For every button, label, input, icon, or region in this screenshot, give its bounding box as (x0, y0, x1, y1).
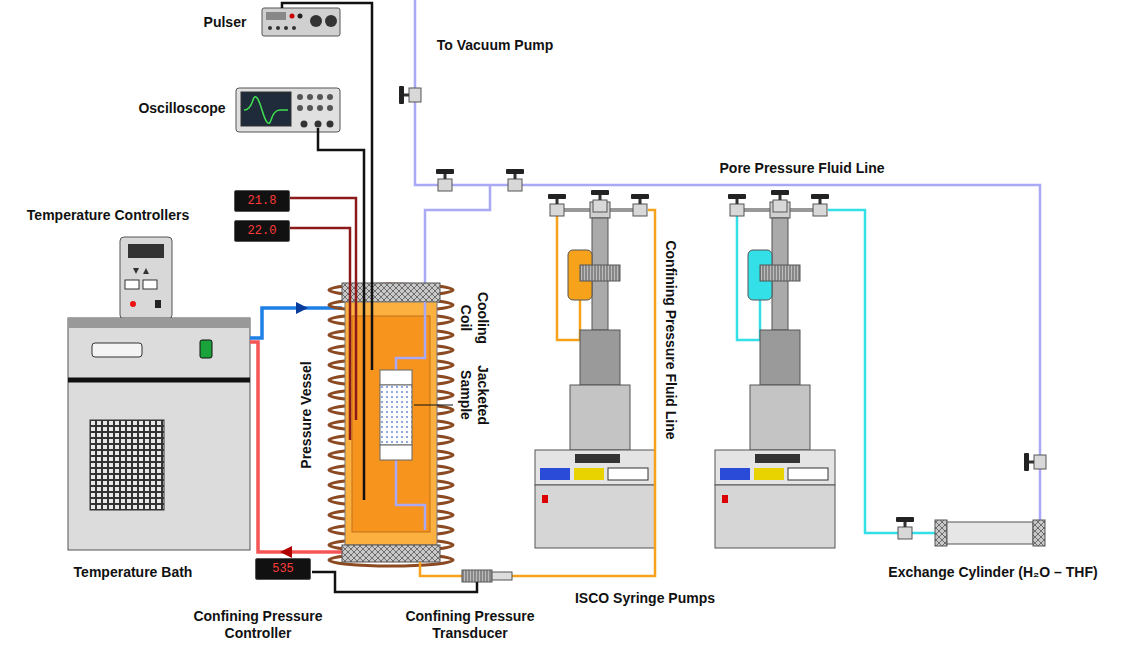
part-label: Cooling Coil (457, 288, 491, 348)
cooling-coil (329, 284, 453, 566)
part-label: Confining Pressure Controller (178, 608, 338, 642)
confining-line (512, 210, 655, 576)
part-label: Pore Pressure Fluid Line (720, 160, 885, 177)
syringe-pump (535, 190, 655, 548)
part-label: ISCO Syringe Pumps (575, 590, 715, 607)
signal-wire (312, 572, 477, 592)
valve (896, 517, 914, 539)
pulser (262, 8, 340, 36)
digital-display: 535 (255, 558, 311, 580)
part-label: Pressure Vessel (298, 361, 315, 468)
part-label: Temperature Controllers (27, 207, 189, 224)
signal-wires (282, 3, 372, 500)
part-label: Confining Pressure Transducer (385, 608, 555, 642)
exchange-cylinder (935, 520, 1045, 546)
leader-line (414, 404, 453, 405)
display-reading: 535 (272, 562, 294, 576)
display-reading: 21.8 (248, 194, 277, 208)
valve (436, 169, 454, 191)
pore-line (415, 0, 1040, 520)
part-label: Oscilloscope (138, 100, 225, 117)
flow-arrow (296, 302, 308, 314)
part-label: Confining Pressure Fluid Line (662, 240, 679, 439)
digital-display: 22.0 (234, 220, 290, 242)
oscilloscope (236, 88, 340, 132)
part-label: Exchange Cylinder (H₂O – THF) (888, 564, 1097, 581)
syringe-pump (715, 190, 835, 548)
valve (399, 86, 421, 104)
part-label: Temperature Bath (74, 564, 193, 581)
valve (506, 169, 524, 191)
flow-arrow (280, 546, 292, 558)
valve (1024, 453, 1046, 471)
pressure-transducer (462, 570, 512, 582)
digital-display: 21.8 (234, 190, 290, 212)
part-label: Pulser (204, 14, 247, 31)
display-reading: 22.0 (248, 224, 277, 238)
confining-line (420, 562, 462, 576)
exchange-line (828, 210, 935, 533)
return-line (250, 342, 344, 552)
part-label: To Vacuum Pump (437, 37, 553, 54)
part-label: Jacketed Sample (457, 355, 491, 435)
temperature-bath (68, 237, 250, 550)
